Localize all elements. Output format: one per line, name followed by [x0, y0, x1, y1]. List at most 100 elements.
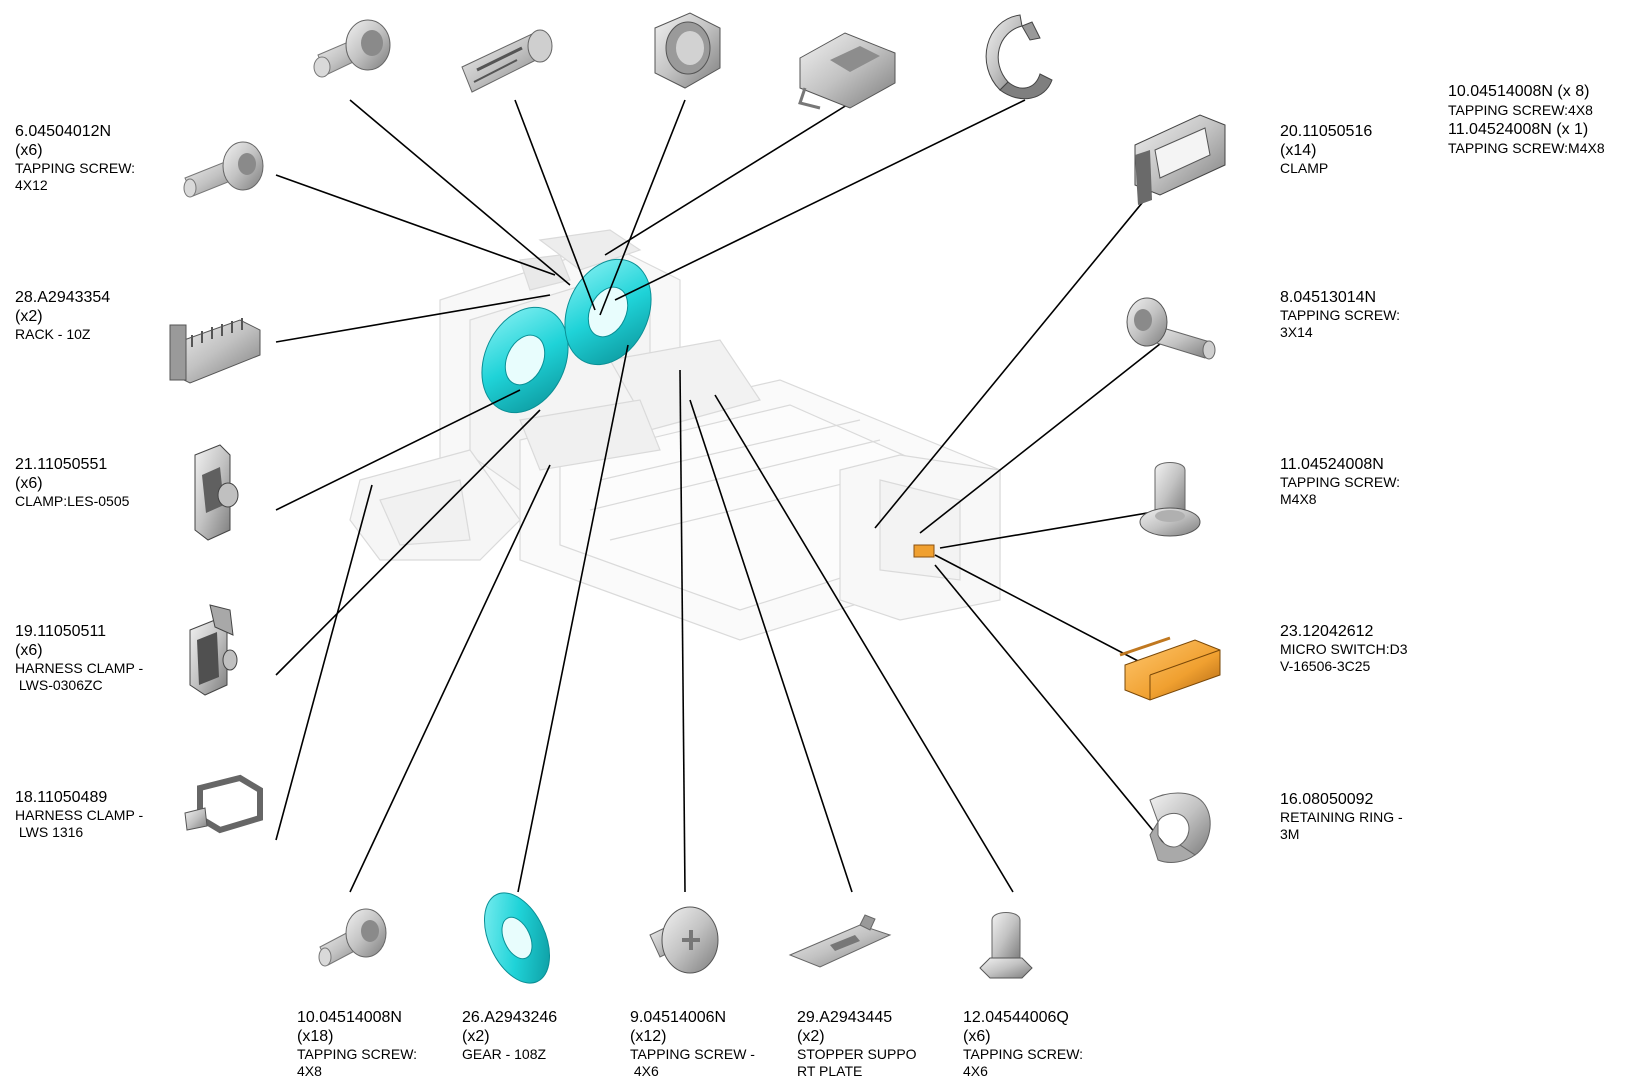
part-description: 3X14 — [1280, 323, 1313, 340]
part-description: MICRO SWITCH:D3 — [1280, 641, 1408, 658]
rack-icon — [169, 318, 261, 384]
quantity: (x2) — [15, 308, 43, 326]
leader-line — [939, 509, 1166, 549]
summary-part-number: 11.04524008N (x 1) — [1448, 120, 1589, 138]
part-description: RETAINING RING - — [1280, 809, 1403, 826]
leader-line — [275, 389, 521, 511]
part-description: 4X6 — [963, 1063, 988, 1080]
leader-line — [679, 369, 686, 893]
quantity: (x6) — [15, 475, 43, 493]
part-description: LWS 1316 — [15, 823, 84, 840]
part-description: GEAR - 108Z — [462, 1046, 547, 1063]
leader-line — [514, 99, 596, 311]
callout-26: 26.A2943246 (x2) GEAR - 108Z — [462, 1008, 557, 1063]
leader-line — [604, 99, 856, 256]
anchor-icon — [461, 29, 553, 93]
quantity: (x14) — [1280, 142, 1317, 160]
leader-line — [934, 564, 1166, 846]
leader-line — [874, 174, 1166, 529]
long-screw-icon — [1126, 297, 1216, 360]
summary-description: TAPPING SCREW:M4X8 — [1448, 139, 1605, 156]
part-number: 16.08050092 — [1280, 791, 1374, 808]
part-description: 3M — [1280, 825, 1300, 842]
leader-line — [349, 99, 571, 286]
micro-switch-icon — [1119, 636, 1221, 701]
clamp-icon — [194, 444, 239, 541]
summary-part-number: 10.04514008N (x 8) — [1448, 83, 1590, 100]
leader-line — [614, 99, 1026, 301]
part-number: 29.A2943445 — [797, 1009, 893, 1026]
part-description: RACK - 10Z — [15, 326, 91, 343]
part-number: 20.11050516 — [1280, 123, 1373, 140]
part-description: V-16506-3C25 — [1280, 657, 1371, 674]
part-description: HARNESS CLAMP - — [15, 807, 144, 824]
summary-description: TAPPING SCREW:4X8 — [1448, 102, 1593, 118]
quantity: (x18) — [297, 1028, 334, 1046]
leader-line — [714, 394, 1014, 893]
part-description: TAPPING SCREW: — [1280, 307, 1401, 324]
part-description: TAPPING SCREW: — [297, 1046, 418, 1063]
callout-28: 28.A2943354 (x2) RACK - 10Z — [15, 288, 110, 343]
callout-23: 23.12042612 MICRO SWITCH:D3 V-16506-3C25 — [1280, 622, 1408, 675]
retaining-ring-icon — [1149, 792, 1211, 863]
part-number: 18.11050489 — [15, 789, 108, 806]
part-number: 21.11050551 — [15, 456, 108, 473]
leader-line — [275, 484, 373, 841]
leader-line — [275, 174, 556, 276]
part-number: 9.04514006N — [630, 1009, 727, 1026]
quantity: (x6) — [963, 1028, 991, 1046]
main-assembly — [349, 229, 1001, 641]
leader-lines — [275, 99, 1166, 893]
tapping-screw-icon — [318, 908, 387, 967]
summary-list: 10.04514008N (x 8) TAPPING SCREW:4X8 11.… — [1448, 82, 1605, 157]
harness-clamp-icon — [189, 604, 238, 696]
assembly-micro-switch — [913, 544, 935, 558]
leader-line — [919, 339, 1166, 534]
clip-icon — [798, 32, 896, 110]
leader-line — [599, 99, 686, 316]
leader-line — [275, 294, 551, 343]
part-number: 28.A2943354 — [15, 289, 111, 306]
leader-line — [689, 399, 853, 893]
quantity: (x6) — [15, 142, 43, 160]
part-description: TAPPING SCREW: — [15, 160, 136, 177]
part-number: 12.04544006Q — [963, 1009, 1069, 1026]
quantity: (x6) — [15, 642, 43, 660]
callout-10: 10.04514008N (x18) TAPPING SCREW: 4X8 — [297, 1008, 417, 1080]
leader-line — [349, 464, 551, 893]
part-number: 19.11050511 — [15, 623, 107, 640]
cable-clamp-icon — [1134, 114, 1226, 205]
leader-line — [517, 344, 629, 893]
callout-19: 19.11050511 (x6) HARNESS CLAMP - LWS-030… — [15, 622, 143, 694]
harness-clamp-square-icon — [184, 774, 263, 834]
part-number: 26.A2943246 — [462, 1009, 558, 1026]
part-description: 4X12 — [15, 177, 48, 194]
part-description: CLAMP — [1280, 160, 1329, 177]
part-description: M4X8 — [1280, 490, 1317, 507]
phillips-screw-icon — [649, 906, 719, 974]
callout-6: 6.04504012N (x6) TAPPING SCREW: 4X12 — [15, 122, 135, 194]
callout-29: 29.A2943445 (x2) STOPPER SUPPO RT PLATE — [797, 1008, 917, 1080]
part-number: 8.04513014N — [1280, 289, 1377, 306]
part-number: 11.04524008N — [1280, 456, 1384, 473]
callout-9: 9.04514006N (x12) TAPPING SCREW - 4X6 — [630, 1008, 755, 1080]
part-description: STOPPER SUPPO — [797, 1046, 917, 1063]
tapping-screw-icon — [183, 141, 264, 198]
flange-screw-icon — [1139, 462, 1201, 537]
part-description: TAPPING SCREW: — [1280, 474, 1401, 491]
nut-icon — [654, 12, 721, 89]
quantity: (x2) — [797, 1028, 825, 1046]
part-description: TAPPING SCREW - — [630, 1046, 755, 1063]
gear-icon — [484, 892, 550, 984]
screw-icon — [313, 19, 391, 78]
part-description: TAPPING SCREW: — [963, 1046, 1084, 1063]
part-description: LWS-0306ZC — [15, 677, 103, 694]
quantity: (x12) — [630, 1028, 667, 1046]
part-description: 4X8 — [297, 1063, 322, 1080]
callout-12: 12.04544006Q (x6) TAPPING SCREW: 4X6 — [963, 1008, 1083, 1080]
part-number: 6.04504012N — [15, 123, 112, 140]
callout-21: 21.11050551 (x6) CLAMP:LES-0505 — [15, 455, 129, 510]
callout-20: 20.11050516 (x14) CLAMP — [1280, 122, 1372, 177]
callout-16: 16.08050092 RETAINING RING - 3M — [1280, 790, 1403, 843]
